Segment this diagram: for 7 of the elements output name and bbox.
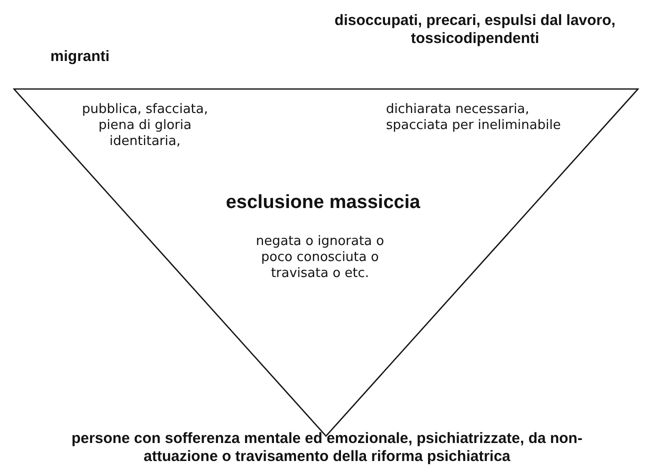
corner-label: persone con sofferenza mentale ed emozionale, psichiatrizzate, da non-attuazione o travisamento della riforma psichiatrica xyxy=(70,430,584,466)
description-text: pubblica, sfacciata, piena di gloria identitaria, xyxy=(81,102,209,150)
description-text: negata o ignorata o poco conosciuta o travisata o etc. xyxy=(254,234,386,282)
description-text: dichiarata necessaria, spacciata per ineliminabile xyxy=(386,102,562,134)
corner-label: migranti xyxy=(49,48,111,66)
corner-label: disoccupati, precari, espulsi dal lavoro, tossicodipendenti xyxy=(334,12,616,48)
heading-text: esclusione massiccia xyxy=(224,192,422,214)
